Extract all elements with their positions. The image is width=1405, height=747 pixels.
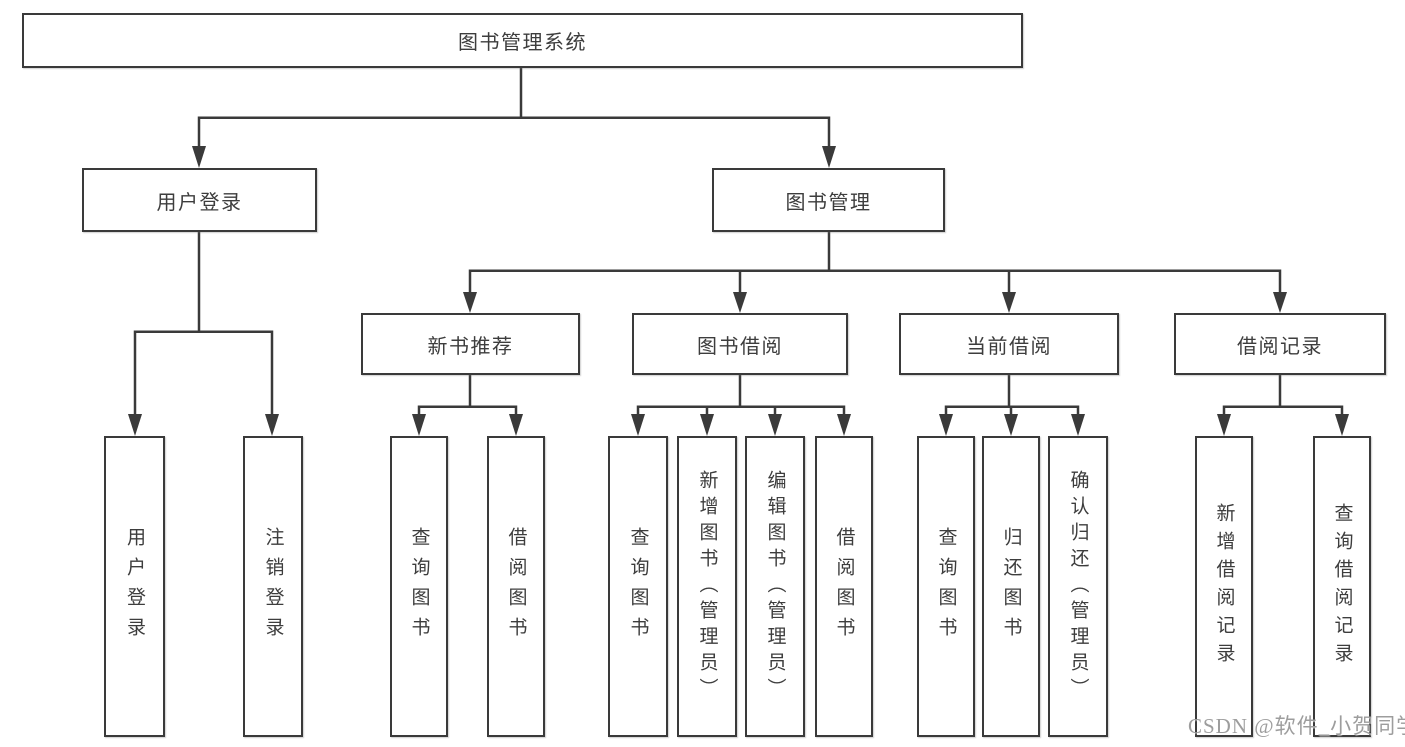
leaf-bb-edit-book-admin: 编辑图书（管理员） xyxy=(745,436,805,737)
node-book-management: 图书管理 xyxy=(712,168,945,232)
edge-new-book-rec-children xyxy=(417,374,518,416)
arrowhead xyxy=(939,414,953,436)
arrowhead xyxy=(1004,414,1018,436)
arrowhead xyxy=(1217,414,1231,436)
node-book-borrowing: 图书借阅 xyxy=(632,313,848,375)
arrowhead xyxy=(733,292,747,313)
node-borrowing-records: 借阅记录 xyxy=(1174,313,1386,375)
arrowhead xyxy=(265,414,279,436)
arrowhead xyxy=(509,414,523,436)
arrowhead xyxy=(1002,292,1016,313)
leaf-nb-borrow-books: 借阅图书 xyxy=(487,436,545,737)
leaf-cb-query-books: 查询图书 xyxy=(917,436,975,737)
leaf-nb-query-books: 查询图书 xyxy=(390,436,448,737)
arrowhead xyxy=(822,146,836,168)
node-new-book-recommendation: 新书推荐 xyxy=(361,313,580,375)
leaf-cb-confirm-return-admin: 确认归还（管理员） xyxy=(1048,436,1108,737)
edge-borrowing-records-children xyxy=(1222,374,1344,416)
arrowhead xyxy=(1071,414,1085,436)
arrowhead xyxy=(1335,414,1349,436)
node-user-login: 用户登录 xyxy=(82,168,317,232)
arrowhead xyxy=(463,292,477,313)
leaf-logout: 注销登录 xyxy=(243,436,303,737)
arrowhead xyxy=(768,414,782,436)
arrowhead xyxy=(631,414,645,436)
edge-current-borrowing-children xyxy=(944,374,1080,416)
arrowhead xyxy=(700,414,714,436)
edge-root-to-level2 xyxy=(197,68,831,148)
arrowhead xyxy=(1273,292,1287,313)
edge-user-login-children xyxy=(133,231,274,416)
leaf-bb-query-books: 查询图书 xyxy=(608,436,668,737)
edge-book-management-children xyxy=(468,231,1282,294)
arrowhead xyxy=(128,414,142,436)
leaf-user-login: 用户登录 xyxy=(104,436,165,737)
leaf-br-add-record: 新增借阅记录 xyxy=(1195,436,1253,737)
leaf-br-query-record: 查询借阅记录 xyxy=(1313,436,1371,737)
leaf-bb-add-book-admin: 新增图书（管理员） xyxy=(677,436,737,737)
watermark: CSDN @软件_小贺同学 xyxy=(1188,714,1405,738)
arrowheads xyxy=(128,146,1349,436)
arrowhead xyxy=(837,414,851,436)
leaf-cb-return-books: 归还图书 xyxy=(982,436,1040,737)
node-current-borrowing: 当前借阅 xyxy=(899,313,1119,375)
leaf-bb-borrow-books: 借阅图书 xyxy=(815,436,873,737)
edge-book-borrowing-children xyxy=(636,374,846,416)
node-library-system: 图书管理系统 xyxy=(22,13,1023,68)
arrowhead xyxy=(192,146,206,168)
arrowhead xyxy=(412,414,426,436)
